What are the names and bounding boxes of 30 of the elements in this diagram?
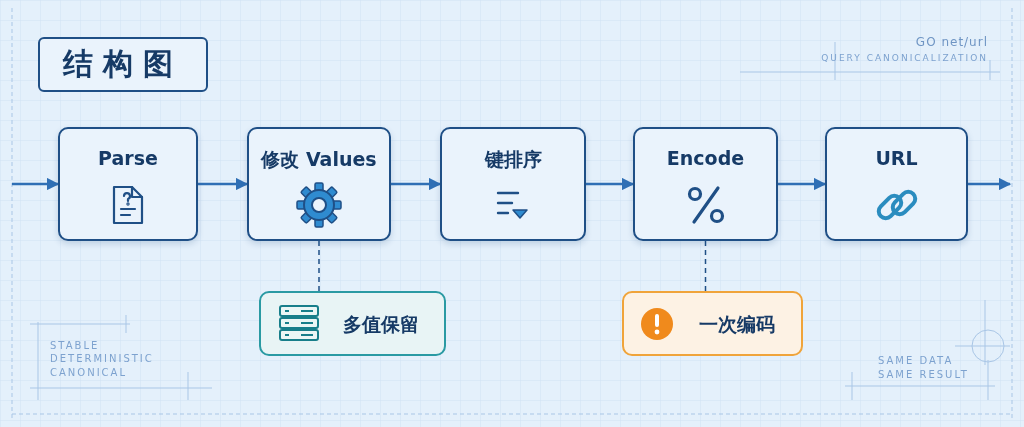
note-text: 多值保留 <box>343 312 419 337</box>
note-text: DETERMINISTIC <box>50 353 154 364</box>
arrow <box>968 177 1012 191</box>
box-title: Parse <box>97 147 159 169</box>
box-title: Encode <box>665 147 746 169</box>
arrow <box>778 177 827 191</box>
box-title: 键排序 <box>483 147 543 172</box>
process-box <box>58 127 198 241</box>
box-title: URL <box>874 147 919 169</box>
title-box: 结构图 <box>38 37 208 92</box>
process-box <box>825 127 968 241</box>
note-text: STABLE <box>50 340 100 351</box>
note-text: QUERY CANONICALIZATION <box>821 53 988 63</box>
process-box <box>440 127 586 241</box>
dashed-connector <box>318 240 320 292</box>
note-text: SAME DATA <box>878 355 954 366</box>
note-text: GO net/url <box>915 35 988 49</box>
note-text: 一次编码 <box>699 312 775 337</box>
arrow <box>586 177 635 191</box>
note-box <box>622 291 803 356</box>
note-text: CANONICAL <box>50 367 127 378</box>
arrow <box>391 177 442 191</box>
arrow <box>198 177 249 191</box>
arrow <box>12 177 60 191</box>
note-text: SAME RESULT <box>878 369 969 380</box>
box-title: 修改 Values <box>259 147 378 172</box>
note-box <box>259 291 446 356</box>
process-box <box>247 127 391 241</box>
process-box <box>633 127 778 241</box>
dashed-connector <box>704 240 707 292</box>
